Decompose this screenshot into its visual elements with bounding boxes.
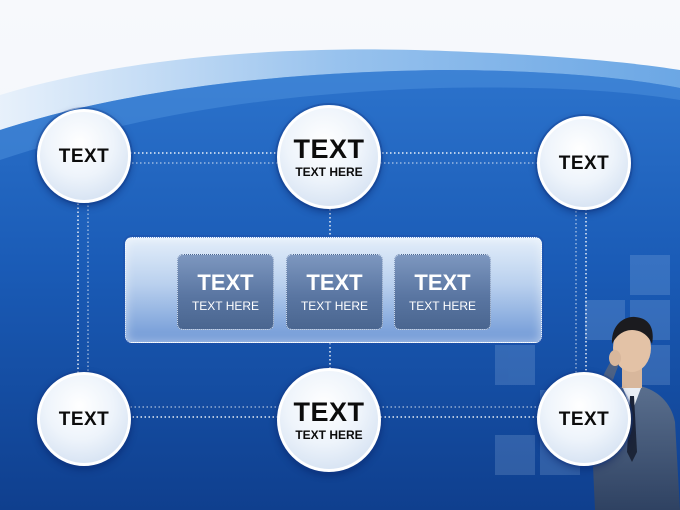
center-box-2[interactable]: TEXT TEXT HERE [286, 254, 383, 330]
center-panel: TEXT TEXT HERE TEXT TEXT HERE TEXT TEXT … [125, 237, 542, 343]
box-subtitle: TEXT HERE [191, 299, 260, 313]
node-subtitle: TEXT HERE [295, 165, 363, 179]
node-title: TEXT [558, 152, 610, 174]
box-title: TEXT [306, 270, 363, 295]
node-title: TEXT [293, 397, 365, 427]
node-top-left[interactable]: TEXT [37, 109, 131, 203]
node-bottom-right[interactable]: TEXT [537, 372, 631, 466]
node-title: TEXT [58, 145, 110, 167]
node-bottom-left[interactable]: TEXT [37, 372, 131, 466]
box-title: TEXT [414, 270, 471, 295]
node-bottom-center[interactable]: TEXT TEXT HERE [277, 368, 381, 472]
node-top-right[interactable]: TEXT [537, 116, 631, 210]
node-title: TEXT [558, 408, 610, 430]
center-box-1[interactable]: TEXT TEXT HERE [177, 254, 274, 330]
box-subtitle: TEXT HERE [300, 299, 369, 313]
box-subtitle: TEXT HERE [408, 299, 477, 313]
center-box-3[interactable]: TEXT TEXT HERE [394, 254, 491, 330]
node-title: TEXT [58, 408, 110, 430]
node-subtitle: TEXT HERE [295, 428, 363, 442]
node-top-center[interactable]: TEXT TEXT HERE [277, 105, 381, 209]
node-title: TEXT [293, 134, 365, 164]
box-title: TEXT [197, 270, 254, 295]
